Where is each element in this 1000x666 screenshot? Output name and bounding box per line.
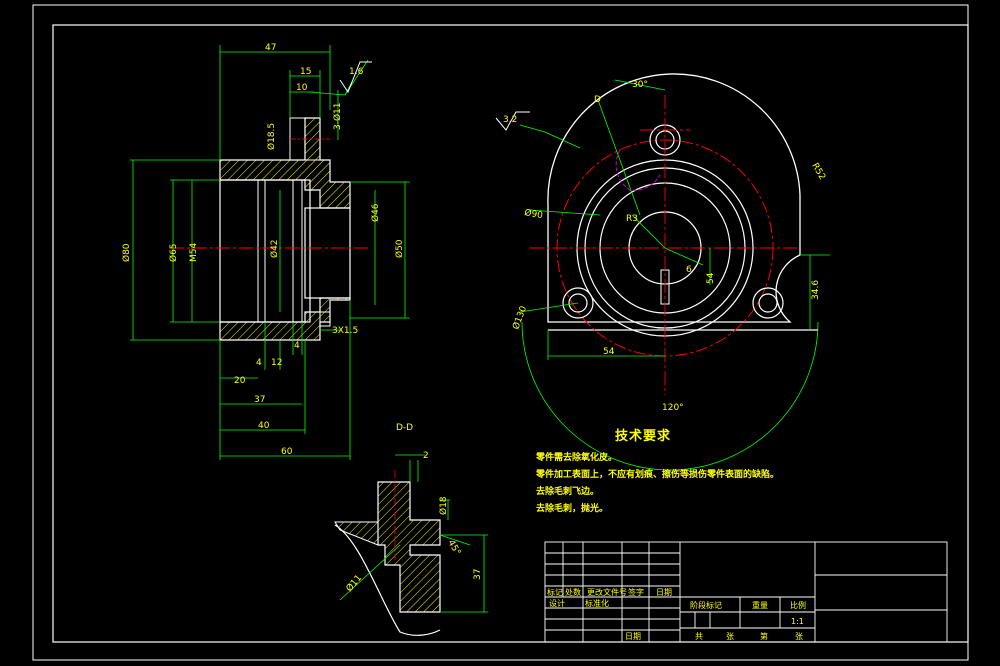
front-dim-phi46: Ø46 <box>370 203 381 222</box>
tb-page-unit: 张 <box>795 632 803 641</box>
side-hole-right-inner <box>758 293 778 313</box>
tb-sheet-unit: 张 <box>726 632 734 641</box>
side-dim-54-vertical: 54 <box>706 272 716 284</box>
front-dim-phi42: Ø42 <box>269 239 280 258</box>
tb-stage: 阶段标记 <box>690 600 722 610</box>
side-view: D 30° 3.2 R52 R3 Ø90 6 54 34.6 Ø130 54 1… <box>495 73 830 471</box>
front-dim-chamfer: 3X1.5 <box>332 326 358 336</box>
section-dd-break-curve <box>334 524 441 636</box>
tech-requirements: 技术要求 零件需去除氧化皮。 零件加工表面上，不应有划痕、擦伤等损伤零件表面的缺… <box>535 428 779 514</box>
front-hub <box>304 207 351 299</box>
tb-weight: 重量 <box>752 600 768 610</box>
tb-scale-value: 1:1 <box>791 617 804 626</box>
front-dim-4b: 4 <box>294 341 300 351</box>
side-section-mark <box>615 149 661 191</box>
side-hole-left-outer <box>562 287 594 319</box>
front-dim-4a: 4 <box>256 358 262 368</box>
side-dim-section: D <box>594 95 601 105</box>
section-dd-flange <box>334 521 379 546</box>
tb-rev-mark: 标记 <box>547 587 563 597</box>
tb-scale: 比例 <box>790 600 806 610</box>
front-dim-phi18-5: Ø18.5 <box>266 123 277 150</box>
front-dim-20: 20 <box>234 376 246 386</box>
front-dim-m54: M54 <box>189 243 199 262</box>
front-view: 47 15 10 1.6 3-Ø11 Ø18.5 Ø80 Ø65 M54 Ø42… <box>121 43 410 460</box>
tech-req-line-4: 去除毛刺，抛光。 <box>536 502 608 514</box>
side-dim-54: 54 <box>603 347 615 357</box>
tb-sheet: 共 <box>695 632 703 641</box>
tb-rev-count: 处数 <box>565 587 581 597</box>
tb-rev-sign: 签字 <box>628 587 644 597</box>
front-dim-60: 60 <box>281 447 293 457</box>
front-roughness-symbol <box>339 61 372 94</box>
front-dim-10: 10 <box>296 83 308 93</box>
side-dim-r-small: R3 <box>626 214 638 224</box>
front-dim-phi80: Ø80 <box>121 243 132 262</box>
section-dd-title: D-D <box>396 423 413 433</box>
front-dim-lines <box>130 45 410 460</box>
tech-req-line-1: 零件需去除氧化皮。 <box>535 451 617 463</box>
section-dd-dim-phi18: Ø18 <box>438 496 449 515</box>
front-dim-phi50: Ø50 <box>394 239 405 258</box>
outer-border <box>32 4 969 661</box>
front-dim-37: 37 <box>254 395 265 405</box>
tb-rev-date: 日期 <box>656 588 672 597</box>
tb-standard: 标准化 <box>585 598 609 608</box>
tb-design: 设计 <box>549 598 565 608</box>
title-block: 标记 处数 更改文件号 签字 日期 设计 标准化 日期 阶段标记 重量 比例 1… <box>544 541 948 643</box>
front-section-top <box>219 117 351 209</box>
tech-req-line-3: 去除毛刺飞边。 <box>536 485 599 497</box>
side-dim-phi130: Ø130 <box>510 304 529 331</box>
tb-date: 日期 <box>625 632 641 641</box>
section-dd-dim-phi11: Ø11 <box>344 573 364 594</box>
front-dim-47: 47 <box>265 43 276 53</box>
front-lug-tab-bottom <box>319 311 331 327</box>
side-hole-right-outer <box>752 287 784 319</box>
side-roughness-symbol <box>495 111 530 131</box>
side-hole-left-inner <box>568 293 588 313</box>
section-dd-dim-37: 37 <box>473 569 483 580</box>
side-outer-arc <box>521 321 819 471</box>
front-dim-40: 40 <box>258 421 270 431</box>
side-dim-6: 6 <box>686 265 692 275</box>
front-dim-holes: 3-Ø11 <box>332 102 343 130</box>
tb-rev-doc: 更改文件号 <box>587 587 627 597</box>
tb-page: 第 <box>760 631 768 641</box>
side-flange-outline <box>547 73 801 323</box>
section-dd-body <box>377 481 441 613</box>
section-dd-dim-lines <box>339 454 488 613</box>
tech-req-title: 技术要求 <box>615 428 671 444</box>
front-dim-12: 12 <box>271 358 282 368</box>
front-dim-roughness: 1.6 <box>349 67 364 77</box>
side-dim-roughness: 3.2 <box>503 115 517 125</box>
section-dd: D-D 2 Ø18 45° Ø11 37 <box>334 423 488 636</box>
section-dd-dim-2: 2 <box>423 451 429 461</box>
front-dim-15: 15 <box>300 67 311 77</box>
side-dim-r52: R52 <box>809 162 827 182</box>
front-dim-phi65: Ø65 <box>168 243 179 262</box>
inner-border <box>52 24 969 643</box>
side-dim-34-6: 34.6 <box>811 280 821 300</box>
side-dim-30deg: 30° <box>632 80 648 90</box>
tech-req-line-2: 零件加工表面上，不应有划痕、擦伤等损伤零件表面的缺陷。 <box>535 468 779 480</box>
side-dim-120deg: 120° <box>662 403 684 413</box>
side-dim-lines <box>519 79 830 360</box>
side-dim-phi90: Ø90 <box>523 207 543 221</box>
